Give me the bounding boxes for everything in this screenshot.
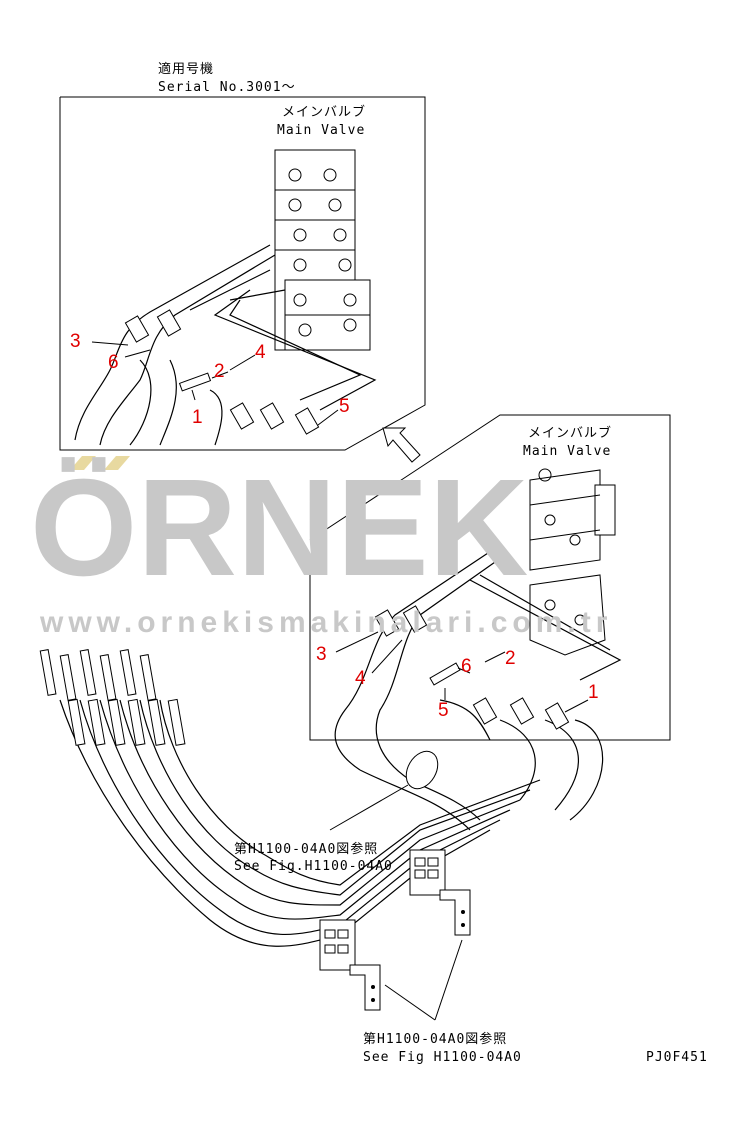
watermark: ÖRNEK www.ornekismakinalari.com.tr [30, 451, 612, 639]
reference-2: 第H1100-04A0図参照 See Fig H1100-04A0 [363, 1031, 522, 1065]
drawing-code: PJ0F451 [646, 1050, 708, 1065]
serial-label: Serial No.3001～ [158, 80, 296, 95]
fittings-top [124, 309, 320, 435]
callout-5-lower: 5 [438, 700, 449, 721]
callout-5: 5 [339, 396, 350, 417]
clamp-lower [319, 919, 381, 1011]
reference-1: 第H1100-04A0図参照 See Fig.H1100-04A0 [234, 841, 393, 874]
callout-2-lower: 2 [505, 648, 516, 669]
main-valve-lower [529, 468, 616, 656]
reference-2-jp: 第H1100-04A0図参照 [363, 1031, 507, 1047]
callout-4-lower: 4 [355, 668, 366, 689]
fittings-lower [374, 605, 570, 730]
callout-4: 4 [255, 342, 266, 363]
valve-label-jp-2: メインバルブ [528, 425, 612, 441]
lower-panel: メインバルブ Main Valve [309, 414, 671, 821]
callout-6-lower: 6 [461, 656, 472, 677]
valve-label-jp: メインバルブ [282, 104, 366, 120]
watermark-brand: ÖRNEK [30, 451, 528, 605]
hose-bundle [39, 649, 541, 1021]
main-valve-top [274, 149, 371, 351]
callout-3-lower: 3 [316, 644, 327, 665]
top-panel: 適用号機 Serial No.3001～ メインバルブ Main Valve [59, 61, 426, 451]
callout-3: 3 [70, 331, 81, 352]
callout-2: 2 [214, 361, 225, 382]
reference-2-en: See Fig H1100-04A0 [363, 1050, 522, 1065]
watermark-url: www.ornekismakinalari.com.tr [39, 606, 612, 639]
callout-1-lower: 1 [588, 682, 599, 703]
reference-1-en: See Fig.H1100-04A0 [234, 859, 393, 874]
reference-1-jp: 第H1100-04A0図参照 [234, 841, 378, 857]
callout-6: 6 [108, 352, 119, 373]
applicable-label: 適用号機 [158, 61, 214, 77]
valve-label-en-2: Main Valve [523, 444, 611, 459]
callout-1: 1 [192, 407, 203, 428]
clamp-upper [409, 849, 471, 936]
valve-label-en: Main Valve [277, 123, 365, 138]
arrow-up-icon [382, 427, 421, 463]
